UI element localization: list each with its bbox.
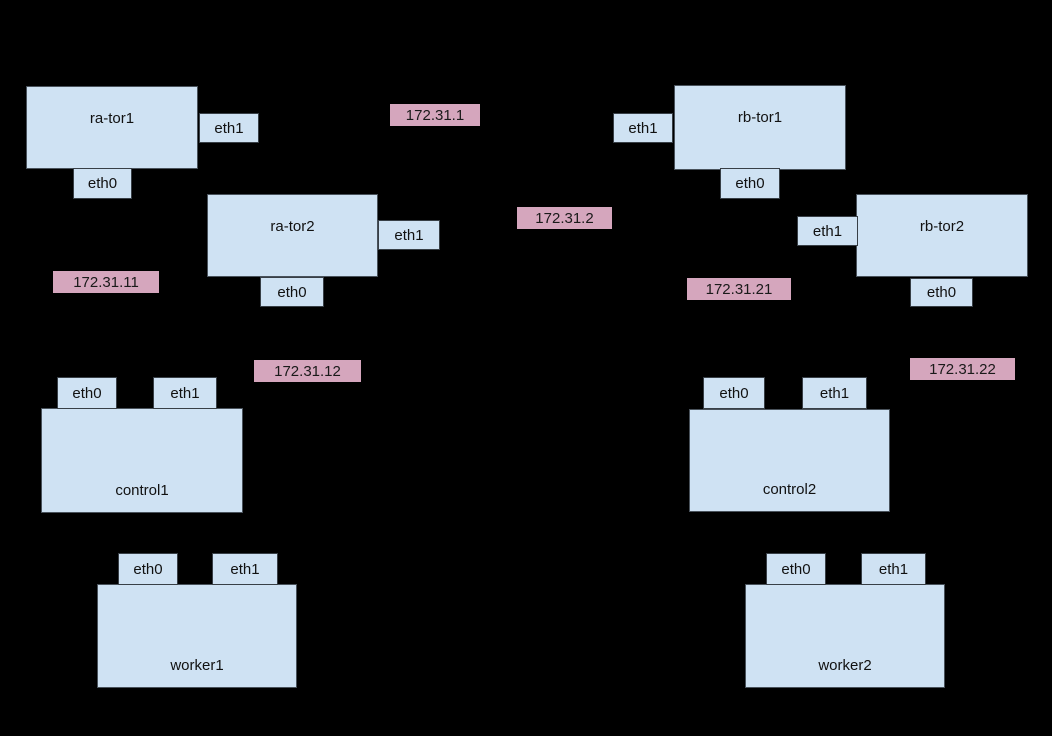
- node-control2: control2: [689, 409, 890, 512]
- ip-text: 172.31.2: [535, 209, 594, 227]
- port-worker1-eth0: eth0: [118, 553, 178, 585]
- ip-text: 172.31.12: [274, 362, 341, 380]
- port-label: eth0: [87, 175, 118, 192]
- node-control1: control1: [41, 408, 243, 513]
- port-label: eth0: [719, 384, 749, 402]
- ip-label-172-31-2: 172.31.2: [517, 207, 612, 229]
- port-label: eth1: [214, 119, 244, 137]
- node-ra-tor1-label: ra-tor1: [89, 110, 135, 127]
- ip-label-172-31-12: 172.31.12: [254, 360, 361, 382]
- port-rb-tor1-eth1: eth1: [613, 113, 673, 143]
- port-ra-tor2-eth0: eth0: [260, 277, 324, 307]
- port-label: eth0: [926, 284, 957, 301]
- port-control1-eth1: eth1: [153, 377, 217, 409]
- ip-text: 172.31.1: [405, 106, 465, 124]
- port-ra-tor1-eth0: eth0: [73, 168, 132, 199]
- node-rb-tor1-label: rb-tor1: [737, 109, 783, 126]
- port-label: eth1: [878, 560, 909, 578]
- port-label: eth0: [133, 560, 163, 578]
- port-label: eth1: [230, 560, 260, 578]
- port-rb-tor2-eth1: eth1: [797, 216, 858, 246]
- port-label: eth1: [812, 222, 843, 240]
- port-worker2-eth1: eth1: [861, 553, 926, 585]
- port-rb-tor2-eth0: eth0: [910, 278, 973, 307]
- node-ra-tor1: ra-tor1: [26, 86, 198, 169]
- port-control2-eth0: eth0: [703, 377, 765, 409]
- port-rb-tor1-eth0: eth0: [720, 168, 780, 199]
- ip-label-172-31-21: 172.31.21: [687, 278, 791, 300]
- port-label: eth0: [277, 283, 307, 301]
- node-worker2-label: worker2: [818, 657, 872, 674]
- ip-text: 172.31.11: [73, 273, 139, 291]
- port-label: eth1: [628, 119, 658, 137]
- node-rb-tor2: rb-tor2: [856, 194, 1028, 277]
- port-label: eth1: [394, 226, 424, 244]
- ip-text: 172.31.21: [705, 280, 773, 298]
- node-control1-label: control1: [115, 482, 169, 499]
- port-control2-eth1: eth1: [802, 377, 867, 409]
- port-worker1-eth1: eth1: [212, 553, 278, 585]
- node-ra-tor2-label: ra-tor2: [270, 218, 315, 235]
- port-worker2-eth0: eth0: [766, 553, 826, 585]
- node-worker1: worker1: [97, 584, 297, 688]
- ip-label-172-31-11: 172.31.11: [53, 271, 159, 293]
- node-rb-tor2-label: rb-tor2: [919, 218, 965, 235]
- node-control2-label: control2: [762, 481, 817, 498]
- port-control1-eth0: eth0: [57, 377, 117, 409]
- node-rb-tor1: rb-tor1: [674, 85, 846, 170]
- port-label: eth0: [781, 560, 811, 578]
- port-ra-tor2-eth1: eth1: [378, 220, 440, 250]
- ip-label-172-31-1: 172.31.1: [390, 104, 480, 126]
- port-label: eth0: [735, 175, 765, 192]
- node-ra-tor2: ra-tor2: [207, 194, 378, 277]
- port-label: eth1: [170, 384, 200, 402]
- port-label: eth1: [819, 384, 850, 402]
- node-worker1-label: worker1: [170, 657, 224, 674]
- port-ra-tor1-eth1: eth1: [199, 113, 259, 143]
- ip-text: 172.31.22: [929, 360, 996, 378]
- port-label: eth0: [72, 384, 102, 402]
- ip-label-172-31-22: 172.31.22: [910, 358, 1015, 380]
- node-worker2: worker2: [745, 584, 945, 688]
